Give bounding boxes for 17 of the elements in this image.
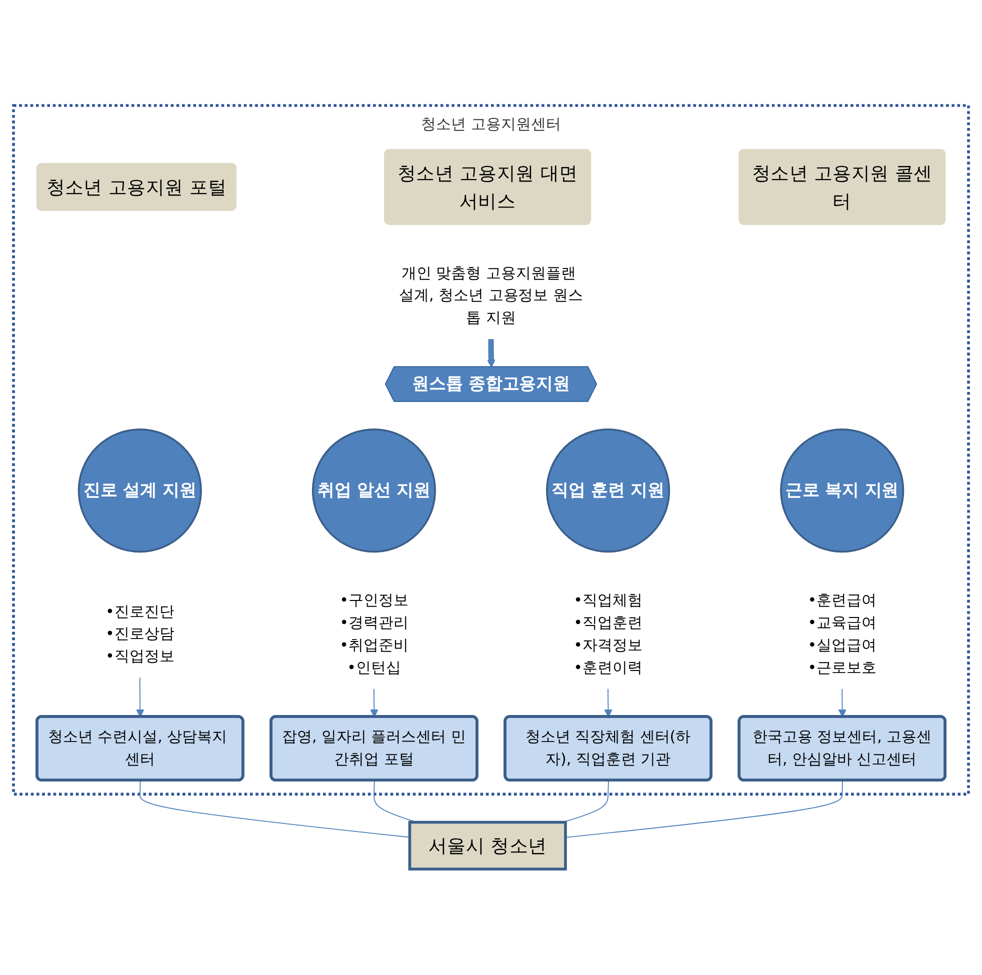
node-box: 서울시 청소년: [408, 821, 567, 871]
node-text: 개인 맞춤형 고용지원플랜 설계, 청소년 고용정보 원스톱 지원: [399, 264, 583, 327]
node-circle: 진로 설계 지원: [78, 428, 202, 553]
arrow: [370, 688, 378, 718]
node-text: •훈련급여 •교육급여 •실업급여 •근로보호: [808, 591, 876, 676]
arrow: [838, 688, 846, 718]
arrow: [136, 676, 144, 718]
node-text: •진로진단 •진로상담 •직업정보: [106, 602, 174, 666]
node-circle: 근로 복지 지원: [780, 428, 904, 553]
node-text: •직업체험 •직업훈련 •자격정보 •훈련이력: [574, 591, 642, 676]
connector: [565, 780, 844, 838]
connector: [140, 780, 410, 838]
node-text: •구인정보 •경력관리 •취업준비 •인턴십: [340, 591, 408, 676]
node-circle: 직업 훈련 지원: [546, 428, 670, 553]
node-circle: 취업 알선 지원: [312, 428, 436, 553]
arrow: [604, 688, 612, 718]
arrow: [487, 338, 496, 368]
